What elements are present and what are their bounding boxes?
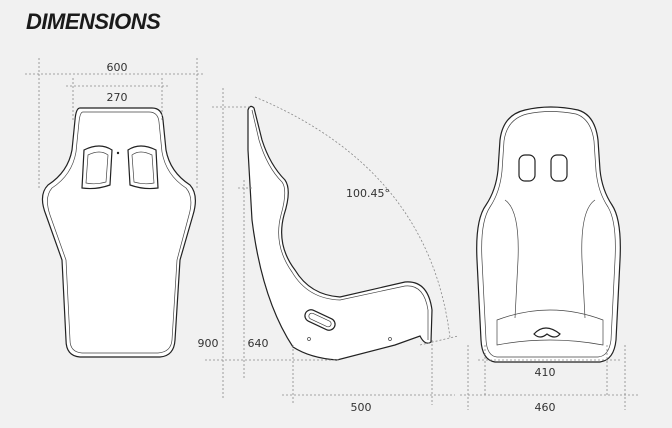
seat-front-view [476, 106, 621, 363]
dim-900: 900 [198, 337, 219, 350]
dimension-lines [25, 58, 640, 410]
dim-460: 460 [535, 401, 556, 414]
recline-angle-arc [254, 96, 451, 339]
dim-angle: 100.45° [346, 187, 390, 200]
seat-side-view [247, 96, 459, 361]
dim-270: 270 [107, 91, 128, 104]
dim-410: 410 [535, 366, 556, 379]
dim-640: 640 [248, 337, 269, 350]
dim-600: 600 [107, 61, 128, 74]
page-title: DIMENSIONS [26, 9, 161, 34]
seat-back-view [41, 107, 196, 358]
dim-500: 500 [351, 401, 372, 414]
